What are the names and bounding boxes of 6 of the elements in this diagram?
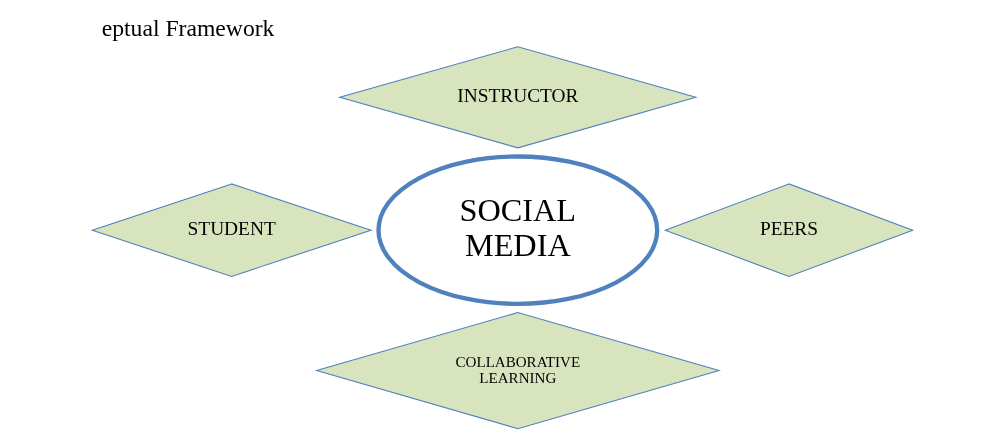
node-diamond: INSTRUCTOR — [337, 46, 698, 149]
diagram-title: eptual Framework — [101, 14, 274, 41]
node-ellipse: SOCIAL MEDIA — [375, 154, 659, 307]
node-diamond: PEERS — [663, 183, 914, 278]
node-diamond: COLLABORATIVE LEARNING — [314, 311, 721, 430]
node-diamond: STUDENT — [90, 183, 373, 277]
